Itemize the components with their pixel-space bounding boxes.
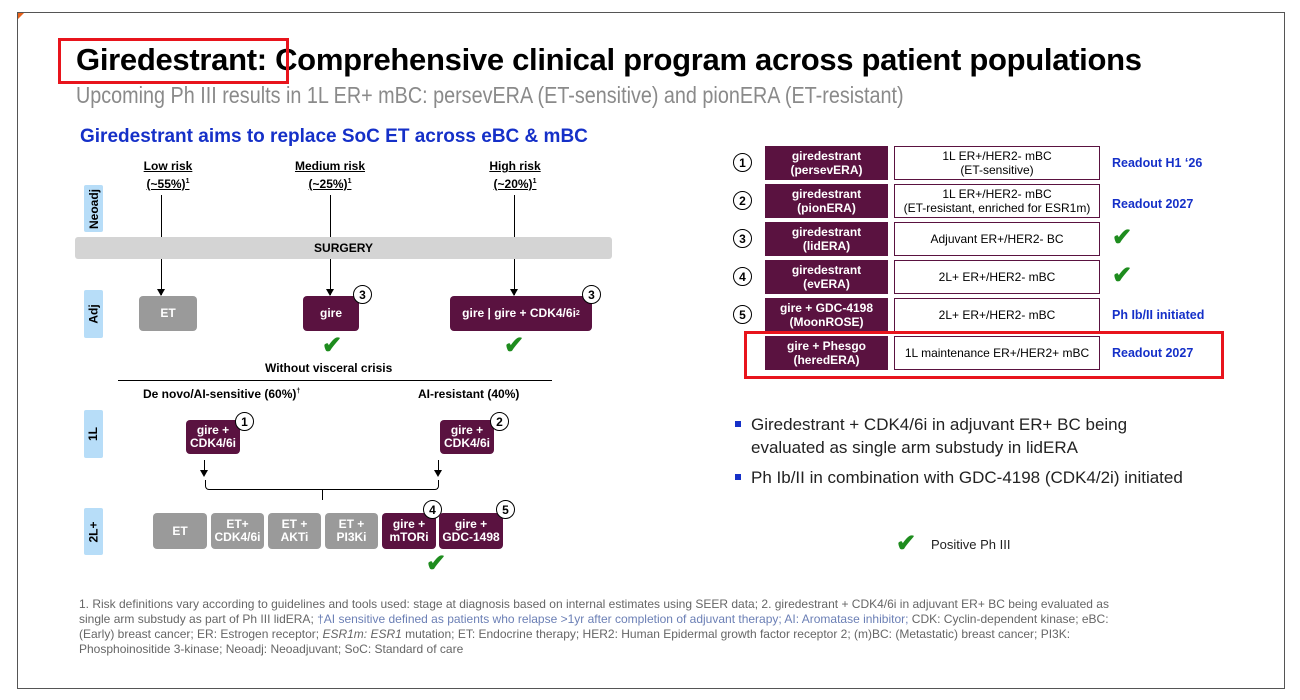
trial-number: 1 — [733, 153, 752, 172]
trial-number: 5 — [733, 305, 752, 324]
risk-high: High risk(~20%)1 — [489, 159, 541, 191]
adj-box-et: ET — [139, 296, 197, 331]
check-icon: ✔ — [1112, 262, 1133, 289]
trial-name: giredestrant(persevERA) — [765, 146, 888, 180]
trial-indication: Adjuvant ER+/HER2- BC — [894, 222, 1100, 256]
check-icon: ✔ — [504, 332, 525, 359]
trial-indication: 2L+ ER+/HER2- mBC — [894, 298, 1100, 332]
badge-2: 2 — [490, 412, 509, 431]
title-rest: Comprehensive clinical program across pa… — [275, 42, 1142, 77]
trial-name: gire + Phesgo(heredERA) — [765, 336, 888, 370]
group-resistant: AI-resistant (40%) — [418, 387, 520, 401]
side-label-2l: 2L+ — [84, 508, 103, 555]
slide-title: Giredestrant: Comprehensive clinical pro… — [76, 42, 1142, 78]
adj-box-gire: gire — [303, 296, 359, 331]
legend-check-icon: ✔ — [896, 530, 917, 557]
title-highlight-box — [58, 38, 289, 84]
trial-status: Readout H1 ‘26 — [1112, 156, 1203, 170]
trial-name: gire + GDC-4198(MoonROSE) — [765, 298, 888, 332]
risk-medium: Medium risk(~25%)1 — [294, 159, 366, 191]
badge-5: 5 — [496, 500, 515, 519]
arrow-down-icon — [326, 289, 334, 296]
highlight-box — [744, 331, 1224, 379]
trial-number: 3 — [733, 229, 752, 248]
trial-status: Readout 2027 — [1112, 197, 1194, 211]
arrow-down-icon — [157, 289, 165, 296]
check-icon: ✔ — [322, 332, 343, 359]
trial-indication: 2L+ ER+/HER2- mBC — [894, 260, 1100, 294]
footnote: 1. Risk definitions vary according to gu… — [79, 597, 1109, 656]
2l-box-et-pi3ki: ET +PI3Ki — [325, 513, 378, 549]
divider — [118, 380, 552, 381]
badge-1: 1 — [235, 412, 254, 431]
side-label-adj: Adj — [84, 290, 103, 338]
risk-low: Low risk(~55%)1 — [143, 159, 193, 191]
badge-4: 4 — [423, 500, 442, 519]
slide-frame — [17, 12, 1285, 689]
brace — [205, 480, 439, 490]
arrow-down-icon — [510, 289, 518, 296]
arrow-down-icon — [200, 470, 208, 477]
slide-subtitle: Upcoming Ph III results in 1L ER+ mBC: p… — [76, 82, 904, 108]
2l-box-et: ET — [153, 513, 207, 549]
2l-box-et-cdk: ET+CDK4/6i — [211, 513, 264, 549]
flow-line — [438, 460, 439, 472]
trial-status: Readout 2027 — [1112, 346, 1194, 360]
group-sensitive: De novo/AI-sensitive (60%)† — [143, 387, 301, 401]
2l-box-gire-mtori: gire +mTORi — [382, 513, 436, 549]
1l-box-resistant: gire +CDK4/6i — [440, 420, 494, 454]
trial-indication: 1L ER+/HER2- mBC(ET-sensitive) — [894, 146, 1100, 180]
1l-box-sensitive: gire +CDK4/6i — [186, 420, 240, 454]
flow-line — [204, 460, 205, 472]
bullet-item: Giredestrant + CDK4/6i in adjuvant ER+ B… — [735, 413, 1205, 459]
trial-status: Ph Ib/II initiated — [1112, 308, 1205, 322]
corner-marker — [18, 13, 24, 19]
diagram-heading: Giredestrant aims to replace SoC ET acro… — [80, 126, 588, 147]
2l-box-gire-gdc: gire +GDC-1498 — [439, 513, 503, 549]
trial-number: 2 — [733, 191, 752, 210]
arrow-down-icon — [434, 470, 442, 477]
trial-name: giredestrant(lidERA) — [765, 222, 888, 256]
trial-name: giredestrant(evERA) — [765, 260, 888, 294]
side-label-neoadj: Neoadj — [84, 185, 103, 232]
surgery-bar: SURGERY — [75, 237, 612, 259]
trial-indication: 1L maintenance ER+/HER2+ mBC — [894, 336, 1100, 370]
trial-number: 4 — [733, 267, 752, 286]
without-visceral-crisis: Without visceral crisis — [265, 361, 393, 375]
check-icon: ✔ — [426, 550, 447, 577]
trial-name: giredestrant(pionERA) — [765, 184, 888, 218]
legend-label: Positive Ph III — [931, 537, 1011, 552]
side-label-1l: 1L — [84, 410, 103, 458]
check-icon: ✔ — [1112, 224, 1133, 251]
badge-3: 3 — [353, 285, 372, 304]
badge-3: 3 — [582, 285, 601, 304]
2l-box-et-akti: ET +AKTi — [268, 513, 321, 549]
title-highlight: Giredestrant: — [76, 42, 267, 77]
brace-tip — [322, 490, 323, 500]
bullet-item: Ph Ib/II in combination with GDC-4198 (C… — [735, 466, 1205, 489]
trial-indication: 1L ER+/HER2- mBC(ET-resistant, enriched … — [894, 184, 1100, 218]
